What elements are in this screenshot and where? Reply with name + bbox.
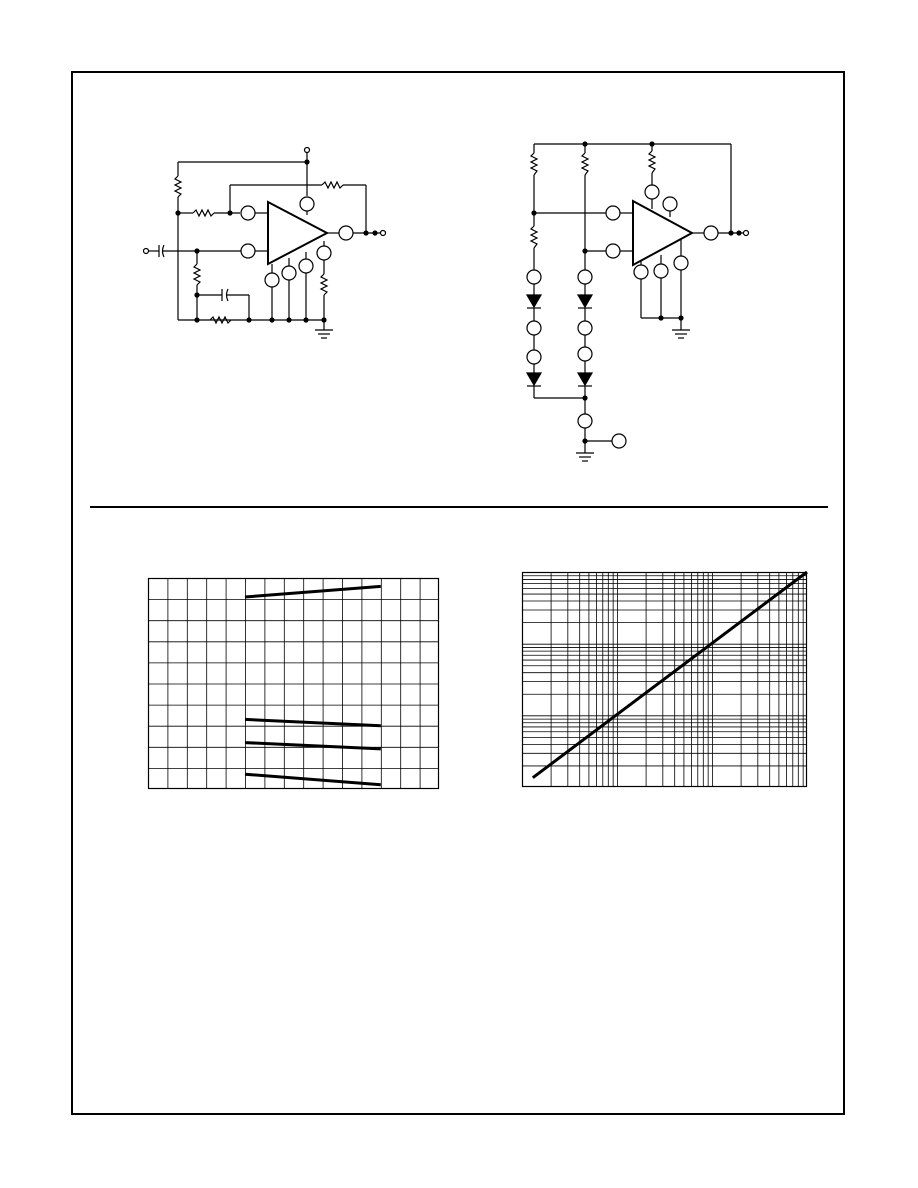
chart-left-grid — [148, 578, 439, 789]
pin-circle-icon — [605, 243, 621, 259]
diode-icon — [525, 294, 543, 309]
pin-circle-icon — [240, 243, 256, 259]
chart-right-series — [531, 570, 808, 779]
pin-circle-icon — [526, 320, 542, 336]
resistor-icon — [319, 273, 329, 296]
pin-circle-icon — [577, 346, 593, 362]
pin-circle-icon — [526, 269, 542, 285]
pin-circle-icon — [644, 184, 660, 200]
pin-circle-icon — [281, 265, 297, 281]
series-line-1 — [531, 570, 808, 779]
op-amp-icon — [267, 200, 330, 266]
pin-circle-icon — [605, 205, 621, 221]
pin-circle-icon — [526, 349, 542, 365]
diode-icon — [576, 294, 594, 309]
pin-circle-icon — [611, 433, 627, 449]
series-line-4 — [244, 772, 381, 787]
chart-left-series — [244, 584, 381, 787]
input-terminal-icon — [142, 247, 150, 255]
pin-circle-icon — [577, 269, 593, 285]
chart-left-frame — [147, 577, 440, 790]
series-line-1 — [244, 584, 381, 599]
op-amp-icon — [632, 199, 695, 267]
supply-terminal-icon — [303, 146, 311, 154]
output-terminal-icon — [379, 229, 387, 237]
page-frame — [71, 71, 845, 1115]
pin-circle-icon — [240, 205, 256, 221]
resistor-icon — [173, 175, 183, 198]
chart-left — [147, 577, 440, 790]
pin-circle-icon — [298, 258, 314, 274]
chart-right-frame — [521, 571, 808, 788]
ground-icon — [672, 329, 690, 339]
pin-circle-icon — [653, 263, 669, 279]
diode-icon — [576, 372, 594, 387]
ground-icon — [315, 329, 333, 339]
resistor-icon — [321, 180, 344, 190]
pin-circle-icon — [662, 196, 678, 212]
section-divider — [90, 506, 828, 508]
pin-circle-icon — [633, 264, 649, 280]
pin-circle-icon — [673, 255, 689, 271]
resistor-icon — [192, 208, 215, 218]
resistor-icon — [647, 150, 657, 174]
pin-circle-icon — [577, 413, 593, 429]
chart-right — [521, 570, 808, 788]
resistor-icon — [529, 152, 539, 176]
schematic-left — [142, 146, 387, 339]
resistor-icon — [580, 152, 590, 176]
pin-circle-icon — [264, 272, 280, 288]
pin-circle-icon — [703, 225, 719, 241]
schematic-right — [525, 141, 750, 462]
resistor-icon — [209, 315, 232, 325]
diode-icon — [525, 372, 543, 387]
pin-circle-icon — [338, 225, 354, 241]
resistor-icon — [529, 225, 539, 249]
ground-icon — [576, 452, 594, 462]
pin-circle-icon — [316, 245, 332, 261]
pin-circle-icon — [299, 196, 315, 212]
resistor-icon — [192, 263, 202, 286]
pin-circle-icon — [577, 320, 593, 336]
series-line-2 — [244, 717, 381, 728]
chart-right-grid — [522, 572, 807, 787]
output-terminal-icon — [742, 229, 750, 237]
series-line-3 — [244, 741, 381, 751]
